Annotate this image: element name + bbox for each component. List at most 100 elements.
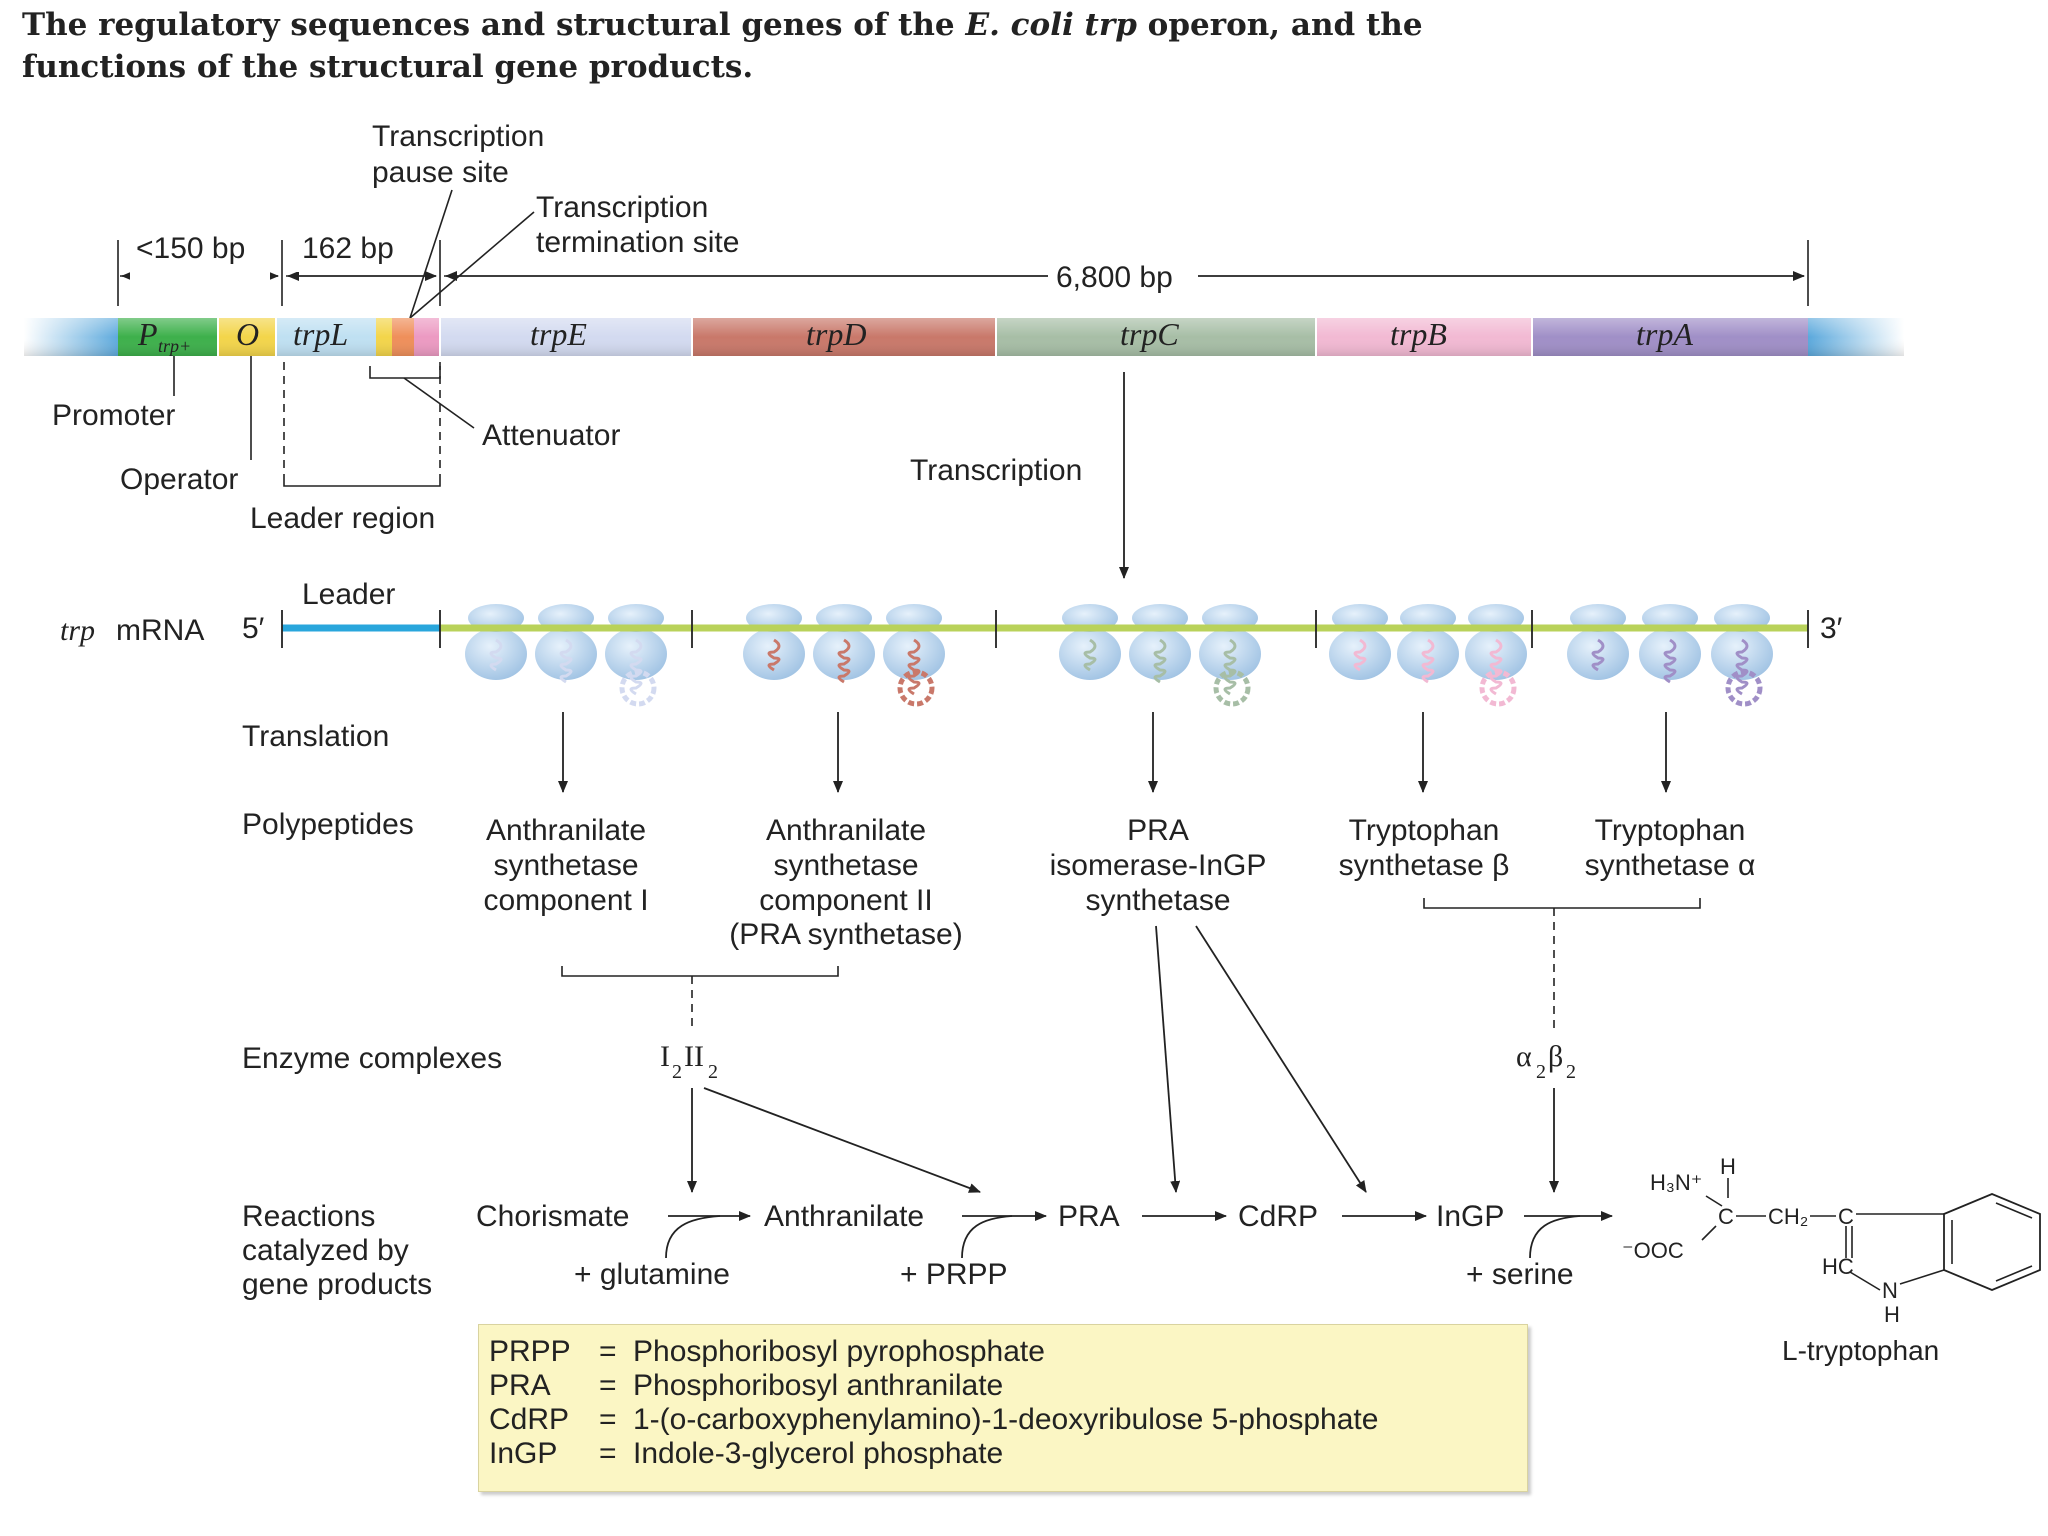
attenuator-label: Attenuator (482, 419, 620, 452)
ribosome-large-subunit (1567, 628, 1629, 680)
ribosome-large-subunit (883, 628, 945, 680)
svg-text:isomerase-InGP: isomerase-InGP (1050, 849, 1267, 882)
svg-text:II: II (684, 1040, 704, 1073)
nascent-polypeptide (1153, 638, 1167, 684)
prpp-input-label: + PRPP (900, 1258, 1008, 1291)
pause-site-label-2: pause site (372, 156, 509, 189)
svg-text:Anthranilate: Anthranilate (766, 814, 926, 847)
five-prime-label: 5′ (242, 612, 265, 645)
ribosome-large-subunit (1397, 628, 1459, 680)
svg-text:synthetase: synthetase (1085, 884, 1230, 917)
ribosome-large-subunit (605, 628, 667, 680)
chorismate-label: Chorismate (476, 1200, 629, 1233)
trpB-label: trpB (1390, 316, 1447, 352)
svg-text:2: 2 (708, 1061, 718, 1083)
svg-text:synthetase: synthetase (773, 849, 918, 882)
mrna-italic: trp (60, 614, 95, 647)
svg-text:synthetase α: synthetase α (1585, 849, 1756, 882)
svg-text:component II: component II (759, 884, 932, 917)
tryptophan-label: L-tryptophan (1782, 1335, 1939, 1366)
svg-text:CH₂: CH₂ (1768, 1204, 1808, 1229)
promoter-gene-sub: trp+ (158, 336, 191, 356)
svg-text:synthetase: synthetase (493, 849, 638, 882)
ribosome-large-subunit (465, 628, 527, 680)
nascent-polypeptide (1663, 638, 1677, 684)
folded-polypeptide (619, 669, 657, 707)
arrow-I2II2-to-anthranilate-step (703, 1087, 981, 1193)
mrna-ticks (281, 610, 1809, 648)
prpp-input-curve (961, 1215, 1013, 1259)
serine-input-curve (1529, 1215, 1581, 1259)
complex-bracket-ED (561, 966, 839, 977)
complex-I2II2: I 2 II 2 (660, 1040, 718, 1083)
trpE-label: trpE (530, 316, 587, 352)
pause-site-pointer (409, 189, 453, 319)
attenuator-bracket (369, 366, 441, 379)
svg-text:component I: component I (483, 884, 648, 917)
svg-text:C: C (1718, 1204, 1734, 1229)
nascent-polypeptide (837, 638, 851, 684)
polypeptide-D: Anthranilate synthetase component II (PR… (729, 814, 962, 951)
transcription-label: Transcription (910, 454, 1082, 487)
termination-site-label: Transcription (536, 191, 708, 224)
reactions-label-3: gene products (242, 1268, 432, 1301)
folded-polypeptide (1213, 669, 1251, 707)
translation-label: Translation (242, 720, 389, 753)
leader-region-label: Leader region (250, 502, 435, 535)
ribosome-large-subunit (1465, 628, 1527, 680)
ribosome-large-subunit (743, 628, 805, 680)
svg-text:Tryptophan: Tryptophan (1349, 814, 1500, 847)
ribosome-large-subunit (1639, 628, 1701, 680)
mrna-label: mRNA (116, 614, 204, 647)
folded-polypeptide (1725, 669, 1763, 707)
nascent-polypeptide (1591, 638, 1605, 672)
tryptophan-structure: H₃N⁺ H C CH₂ C ⁻OOC HC N H (1622, 1154, 2041, 1327)
anthranilate-label: Anthranilate (764, 1200, 924, 1233)
svg-text:H: H (1884, 1302, 1900, 1327)
polypeptides-label: Polypeptides (242, 808, 414, 841)
pra-label: PRA (1058, 1200, 1120, 1233)
dna-bar (24, 318, 1904, 356)
svg-text:2: 2 (1566, 1061, 1576, 1083)
bp162-label: 162 bp (302, 232, 394, 265)
abbreviation-legend: PRPP = Phosphoribosyl pyrophosphate PRA … (478, 1324, 1528, 1492)
serine-label: + serine (1466, 1258, 1574, 1291)
polypeptide-A: Tryptophan synthetase α (1585, 814, 1756, 882)
ribosome-large-subunit (1329, 628, 1391, 680)
ribosome-large-subunit (535, 628, 597, 680)
svg-text:β: β (1548, 1040, 1563, 1073)
ribosome-large-subunit (1129, 628, 1191, 680)
trpA-label: trpA (1636, 316, 1693, 352)
svg-text:HC: HC (1822, 1254, 1854, 1279)
svg-text:H₃N⁺: H₃N⁺ (1650, 1170, 1702, 1195)
enzyme-complexes-label: Enzyme complexes (242, 1042, 502, 1075)
bp6800-label: 6,800 bp (1056, 261, 1173, 294)
folded-polypeptide (1479, 669, 1517, 707)
svg-text:H: H (1720, 1154, 1736, 1179)
leader-label: Leader (302, 578, 395, 611)
reactions-label-1: Reactions (242, 1200, 375, 1233)
complex-bracket-BA (1423, 898, 1701, 909)
glutamine-input-curve (665, 1215, 721, 1259)
svg-text:⁻OOC: ⁻OOC (1622, 1238, 1684, 1263)
trpL-label: trpL (293, 316, 348, 352)
cdrp-label: CdRP (1238, 1200, 1318, 1233)
svg-text:synthetase β: synthetase β (1339, 849, 1510, 882)
polypeptide-B: Tryptophan synthetase β (1339, 814, 1510, 882)
figure-caption: The regulatory sequences and structural … (22, 7, 1423, 85)
nascent-polypeptide (1083, 638, 1097, 672)
nascent-polypeptide (1353, 638, 1367, 672)
three-prime-label: 3′ (1820, 612, 1843, 645)
polypeptide-E: Anthranilate synthetase component I (483, 814, 648, 917)
trpD-label: trpD (806, 316, 866, 352)
svg-text:(PRA synthetase): (PRA synthetase) (729, 918, 962, 951)
pause-site-label: Transcription (372, 120, 544, 153)
folded-polypeptide (897, 669, 935, 707)
svg-text:I: I (660, 1040, 670, 1073)
svg-text:N: N (1882, 1278, 1898, 1303)
svg-text:Tryptophan: Tryptophan (1595, 814, 1746, 847)
polypeptide-C: PRA isomerase-InGP synthetase (1050, 814, 1267, 917)
trpC-label: trpC (1120, 316, 1179, 352)
leader-region-bracket (283, 480, 441, 487)
promoter-gene-label: P (137, 316, 158, 352)
